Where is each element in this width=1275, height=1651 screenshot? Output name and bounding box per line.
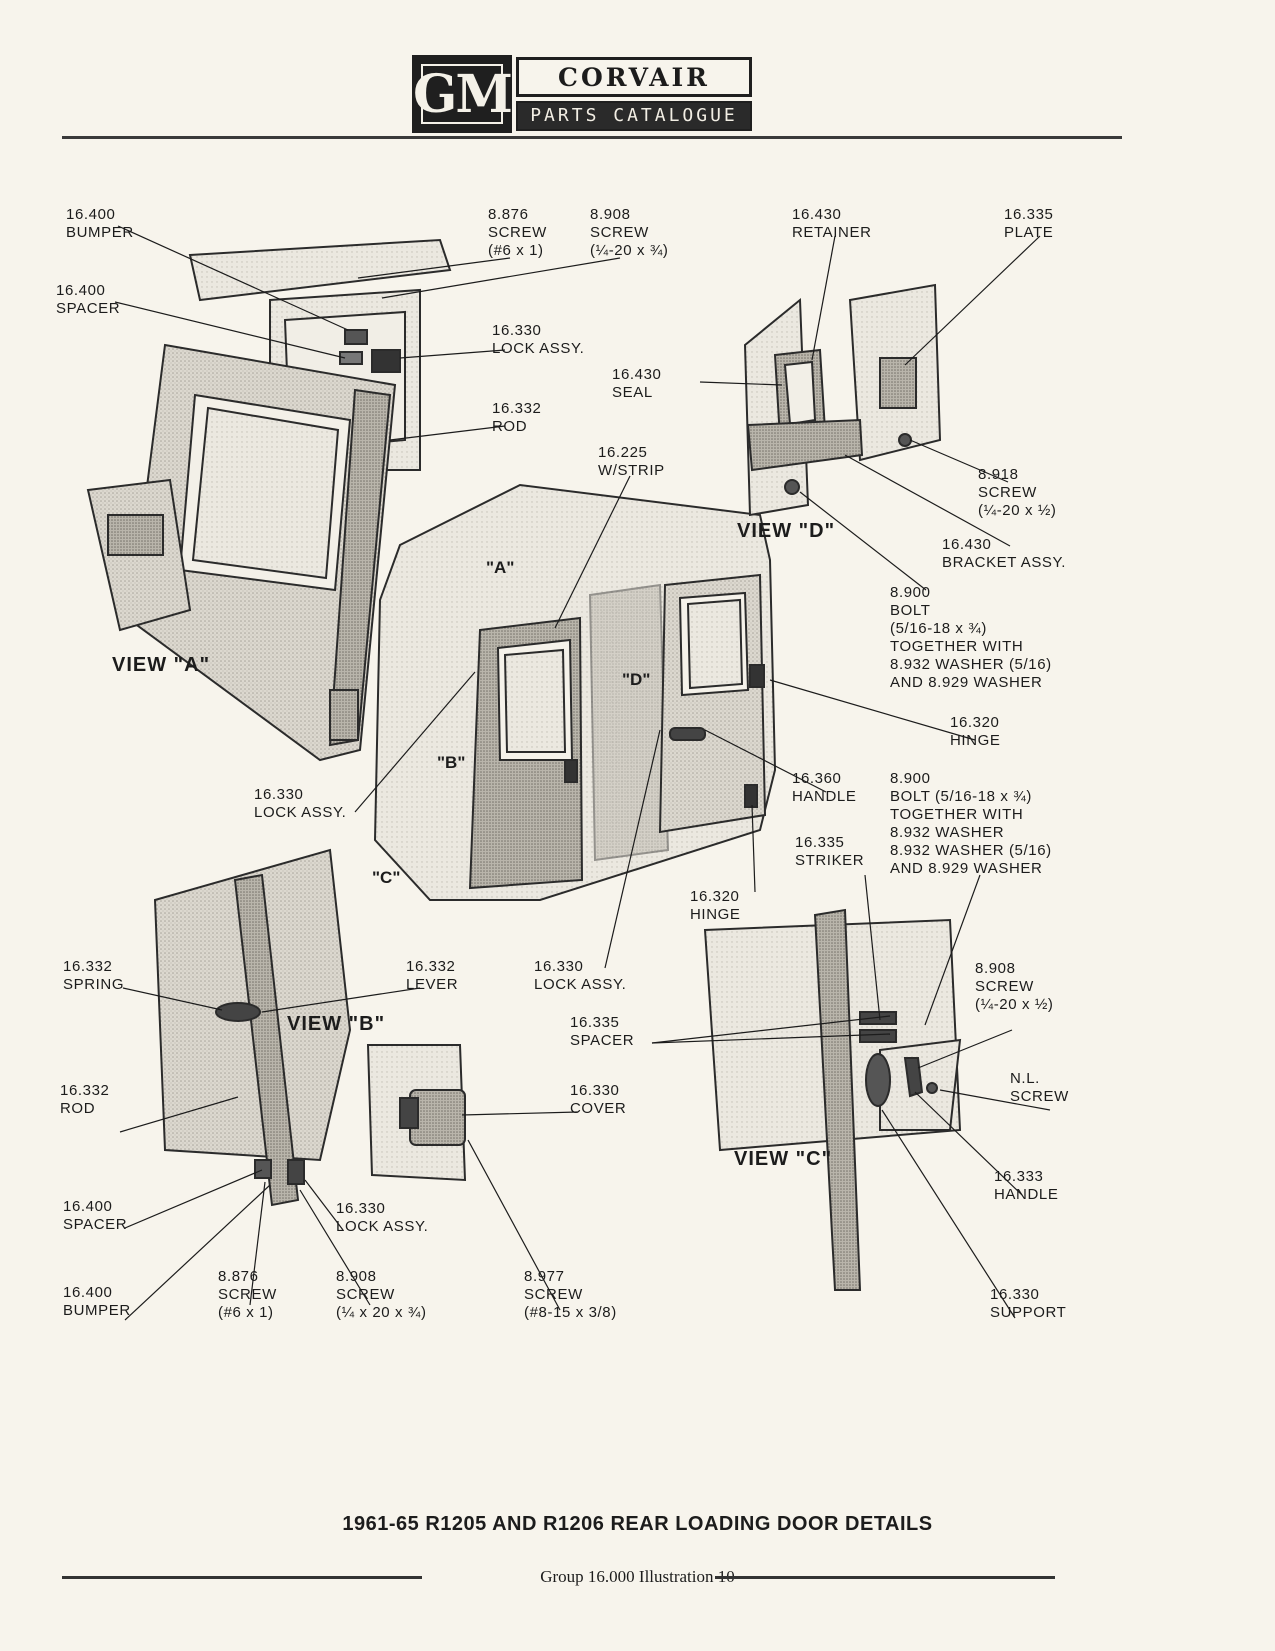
footer-rule-right: [715, 1576, 1055, 1579]
callout-a: "A": [486, 558, 515, 577]
view-b-drawing: [153, 848, 467, 1207]
view-c-drawing: [703, 908, 962, 1291]
footer-rule-left: [62, 1576, 422, 1579]
view-a-drawing: [86, 238, 452, 762]
gm-logo-frame: [421, 64, 503, 124]
callout-b: "B": [437, 753, 466, 772]
header-rule: [62, 136, 1122, 139]
view-d-title: VIEW "D": [737, 520, 836, 542]
callout-c: "C": [372, 868, 401, 887]
van-body-drawing: [373, 483, 777, 901]
catalogue-title: CORVAIR: [516, 57, 752, 97]
catalogue-subtitle: PARTS CATALOGUE: [516, 101, 752, 131]
leader-lines: [114, 225, 1051, 1321]
view-a-title: VIEW "A": [112, 654, 211, 676]
callout-d: "D": [622, 670, 651, 689]
view-b-title: VIEW "B": [287, 1013, 386, 1035]
label-nl-screw: N.L.SCREW: [1010, 1070, 1069, 1105]
view-d-drawing: [743, 283, 942, 517]
gm-logo: GM: [412, 55, 513, 133]
catalogue-header: GM CORVAIR PARTS CATALOGUE: [412, 55, 757, 135]
figure-caption: 1961-65 R1205 AND R1206 REAR LOADING DOO…: [342, 1513, 933, 1535]
figure-footer: Group 16.000 Illustration 10: [540, 1567, 735, 1586]
gm-logo-text: GM: [413, 63, 513, 125]
view-c-title: VIEW "C": [734, 1148, 833, 1170]
